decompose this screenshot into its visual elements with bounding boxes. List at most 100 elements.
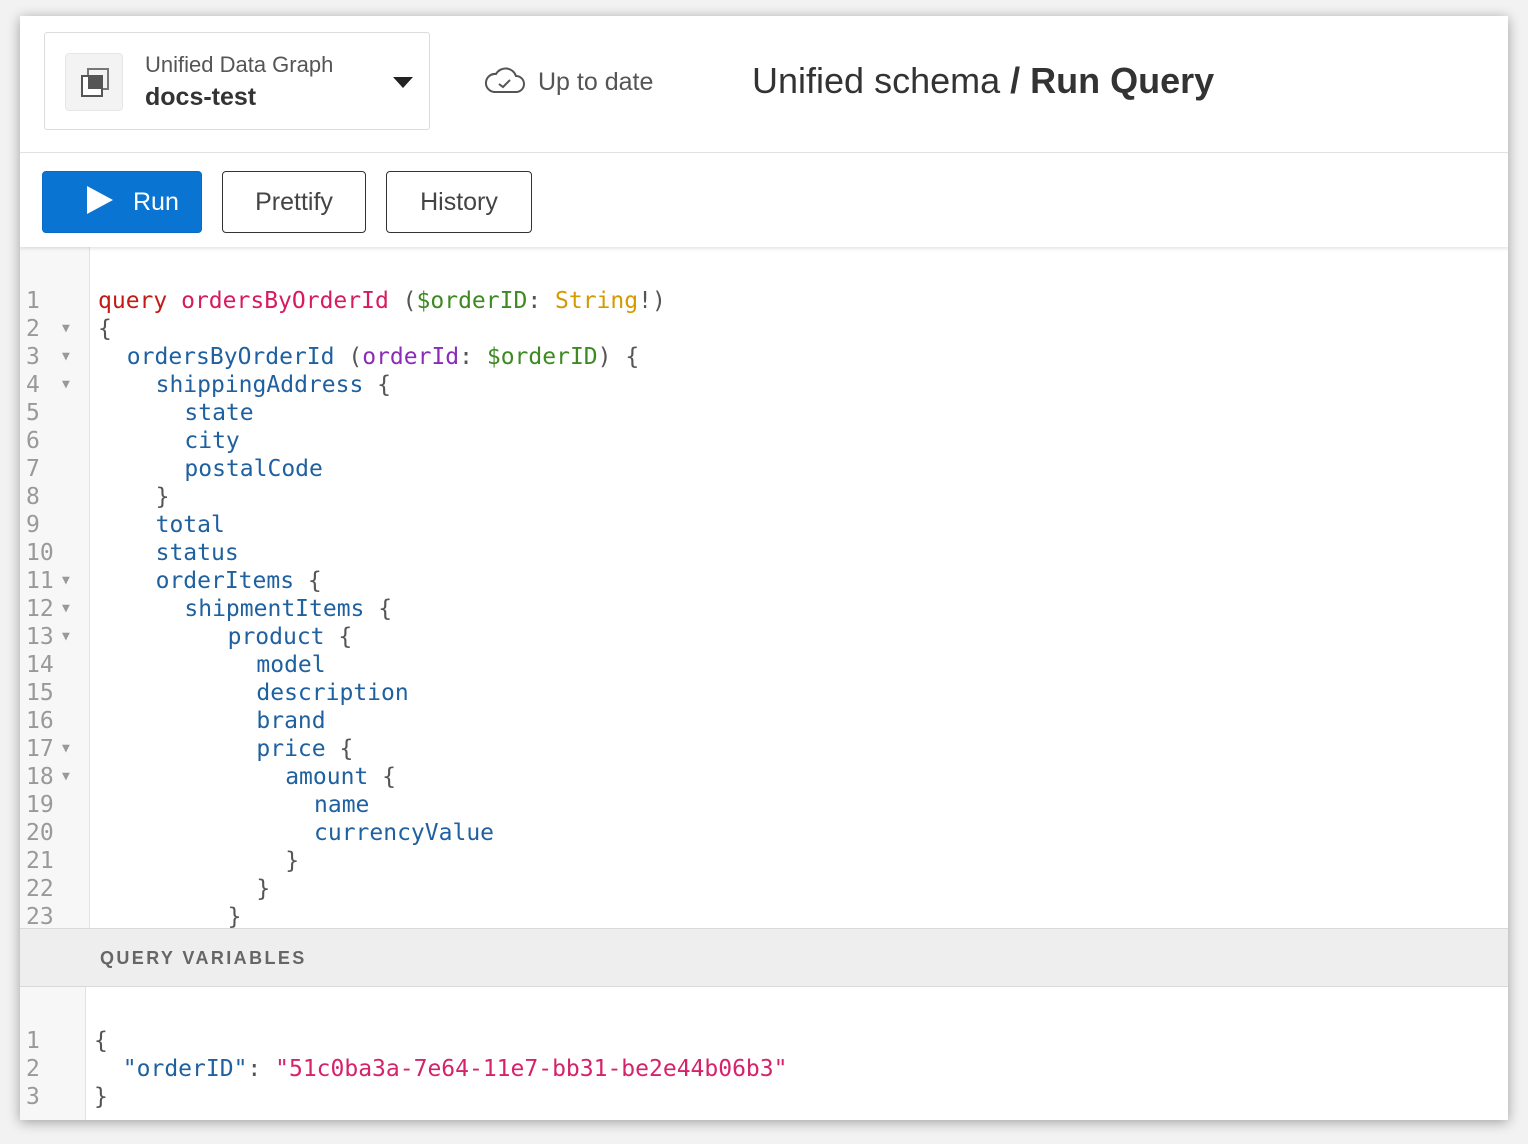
code-token: $orderID — [486, 344, 598, 370]
line-number: 13 — [26, 624, 54, 650]
line-number: 21 — [26, 848, 54, 874]
code-line[interactable]: 16 brand — [20, 707, 1508, 735]
code-text: } — [285, 847, 299, 875]
breadcrumb-parent[interactable]: Unified schema — [752, 60, 1001, 101]
line-number: 11 — [26, 568, 54, 594]
code-token: : — [527, 288, 556, 314]
run-button-label: Run — [133, 188, 179, 216]
code-text: shippingAddress { — [156, 371, 391, 399]
code-line[interactable]: 17▼price { — [20, 735, 1508, 763]
code-token: } — [155, 484, 170, 510]
fold-arrow-icon[interactable]: ▼ — [62, 573, 70, 588]
query-variables-editor[interactable]: 1{2"orderID": "51c0ba3a-7e64-11e7-bb31-b… — [20, 987, 1508, 1120]
code-text: currencyValue — [314, 819, 494, 847]
code-token: state — [184, 400, 254, 426]
code-token: } — [94, 1084, 108, 1110]
code-token: shippingAddress — [155, 372, 364, 398]
fold-arrow-icon[interactable]: ▼ — [62, 629, 70, 644]
code-token: ( — [388, 288, 417, 314]
code-text: orderItems { — [156, 567, 322, 595]
code-token: $orderID — [416, 288, 528, 314]
header: Unified Data Graph docs-test Up to date … — [20, 16, 1508, 153]
fold-arrow-icon[interactable]: ▼ — [62, 741, 70, 756]
code-token: description — [256, 680, 409, 706]
code-token: { — [364, 596, 393, 622]
code-line[interactable]: 3▼ordersByOrderId (orderId: $orderID) { — [20, 343, 1508, 371]
code-token: name — [314, 792, 370, 818]
code-token: price — [256, 736, 326, 762]
line-number: 23 — [26, 904, 54, 928]
cloud-check-icon — [485, 67, 525, 93]
code-token: "orderID" — [122, 1056, 248, 1082]
line-number: 18 — [26, 764, 54, 790]
code-line[interactable]: 1{ — [20, 1027, 1508, 1055]
code-token: { — [325, 736, 354, 762]
code-token: { — [324, 624, 353, 650]
code-line[interactable]: 21} — [20, 847, 1508, 875]
code-token: { — [94, 1028, 108, 1054]
query-variables-header[interactable]: QUERY VARIABLES — [20, 928, 1508, 987]
code-token: ( — [334, 344, 363, 370]
code-text: ordersByOrderId (orderId: $orderID) { — [127, 343, 639, 371]
code-token: } — [227, 904, 242, 928]
graph-selector[interactable]: Unified Data Graph docs-test — [44, 32, 430, 130]
code-line[interactable]: 18▼amount { — [20, 763, 1508, 791]
line-number: 2 — [26, 316, 40, 342]
code-text: } — [94, 1083, 108, 1111]
graph-name: docs-test — [145, 83, 257, 111]
code-line[interactable]: 3} — [20, 1083, 1508, 1111]
prettify-button[interactable]: Prettify — [222, 171, 366, 233]
line-number: 9 — [26, 512, 40, 538]
run-button[interactable]: Run — [42, 171, 202, 233]
code-text: description — [256, 679, 408, 707]
history-button[interactable]: History — [386, 171, 532, 233]
fold-arrow-icon[interactable]: ▼ — [62, 377, 70, 392]
code-text: } — [256, 875, 270, 903]
code-token: postalCode — [184, 456, 323, 482]
fold-arrow-icon[interactable]: ▼ — [62, 349, 70, 364]
code-token: brand — [256, 708, 326, 734]
line-number: 16 — [26, 708, 54, 734]
code-line[interactable]: 4▼shippingAddress { — [20, 371, 1508, 399]
code-token: status — [155, 540, 239, 566]
breadcrumb-separator: / — [1010, 60, 1021, 101]
code-text: } — [156, 483, 170, 511]
code-line[interactable]: 2 ▼ { — [20, 315, 1508, 343]
code-line[interactable]: 13▼product { — [20, 623, 1508, 651]
code-token: shipmentItems — [184, 596, 365, 622]
code-token: { — [98, 316, 112, 342]
code-text: { — [94, 1027, 108, 1055]
fold-arrow-icon[interactable]: ▼ — [62, 769, 70, 784]
code-token: orderItems — [155, 568, 295, 594]
code-token: } — [285, 848, 300, 874]
code-text: "orderID": "51c0ba3a-7e64-11e7-bb31-be2e… — [123, 1055, 788, 1083]
code-line[interactable]: 23} — [20, 903, 1508, 928]
code-line[interactable]: 11 ▼ orderItems { — [20, 567, 1508, 595]
sync-status-text: Up to date — [538, 68, 654, 96]
code-token: : — [459, 344, 487, 370]
play-icon — [87, 186, 113, 214]
fold-arrow-icon[interactable]: ▼ — [62, 601, 70, 616]
code-line[interactable]: 12▼shipmentItems { — [20, 595, 1508, 623]
code-line[interactable]: 8} — [20, 483, 1508, 511]
page-title: Run Query — [1030, 60, 1215, 101]
code-text: city — [184, 427, 239, 455]
app-window: Unified Data Graph docs-test Up to date … — [20, 16, 1508, 1120]
fold-arrow-icon[interactable]: ▼ — [62, 321, 70, 336]
code-token: { — [294, 568, 322, 594]
code-line[interactable]: 2"orderID": "51c0ba3a-7e64-11e7-bb31-be2… — [20, 1055, 1508, 1083]
caret-down-icon[interactable] — [393, 77, 413, 88]
code-line[interactable]: 22} — [20, 875, 1508, 903]
code-text: state — [184, 399, 253, 427]
